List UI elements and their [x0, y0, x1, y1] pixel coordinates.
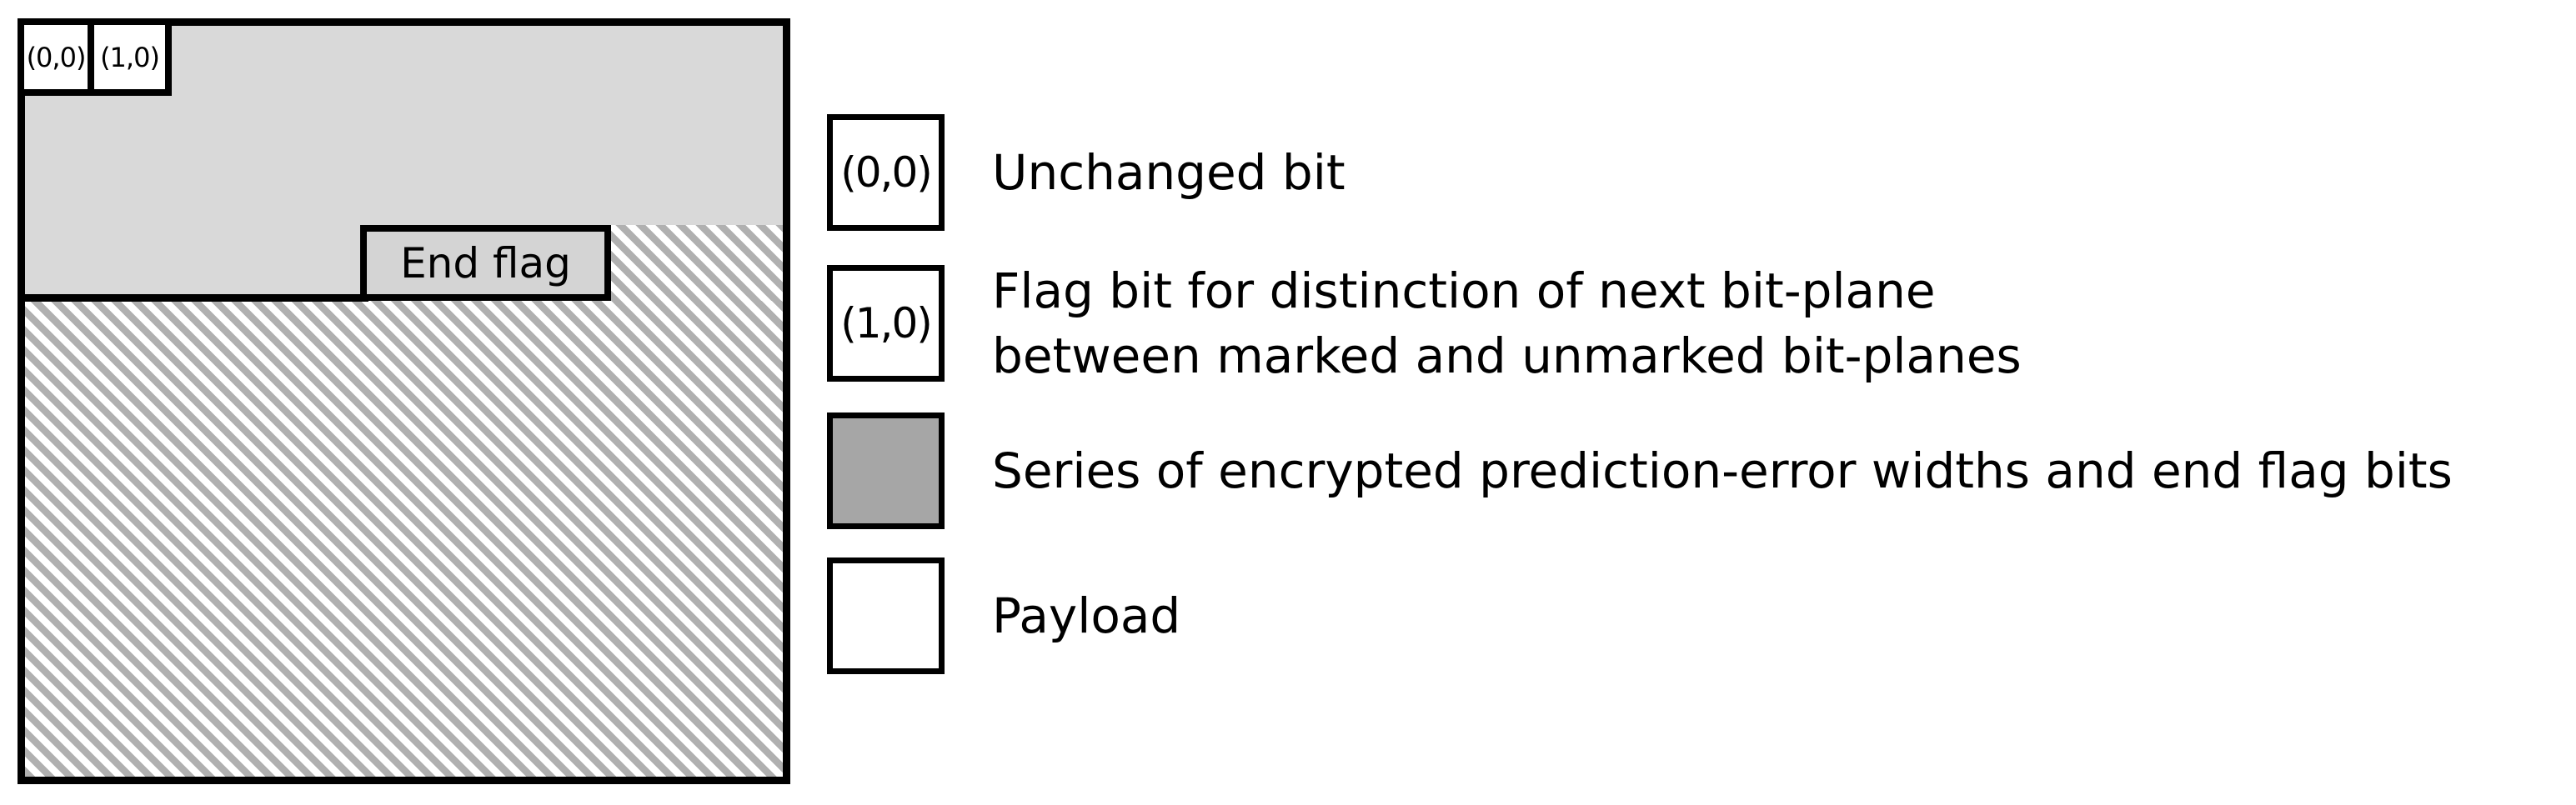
end-flag-label: End flag	[400, 238, 571, 288]
payload-region-upper-right	[611, 225, 783, 301]
legend-swatch-flag-bit: (1,0)	[827, 265, 945, 382]
legend-label-unchanged-bit: Unchanged bit	[992, 143, 1346, 201]
legend-label-payload: Payload	[992, 587, 1181, 644]
legend-swatch-payload	[827, 558, 945, 674]
legend-key-flag-bit: (1,0)	[840, 299, 933, 348]
legend-label-flag-bit-line2: between marked and unmarked bit-planes	[992, 328, 2022, 384]
legend-item-payload: Payload	[827, 558, 1180, 674]
bitplane-diagram: End flag	[18, 18, 790, 784]
gray-payload-divider	[25, 294, 368, 302]
cell-0-0: (0,0)	[18, 18, 94, 96]
cell-1-0: (1,0)	[88, 18, 172, 96]
legend-item-series: Series of encrypted prediction-error wid…	[827, 412, 2453, 529]
payload-region	[25, 301, 783, 777]
legend-swatch-series	[827, 412, 945, 529]
legend-label-flag-bit-line1: Flag bit for distinction of next bit-pla…	[992, 262, 1936, 319]
legend-item-unchanged-bit: (0,0) Unchanged bit	[827, 114, 1346, 231]
legend-key-unchanged-bit: (0,0)	[840, 148, 933, 197]
cell-1-0-label: (1,0)	[100, 41, 160, 73]
end-flag-box: End flag	[360, 225, 611, 301]
legend-label-flag-bit: Flag bit for distinction of next bit-pla…	[992, 258, 2022, 389]
cell-0-0-label: (0,0)	[26, 41, 87, 73]
legend-label-series: Series of encrypted prediction-error wid…	[992, 442, 2453, 499]
legend-item-flag-bit: (1,0) Flag bit for distinction of next b…	[827, 262, 2022, 384]
bitplane-diagram-inner: End flag	[25, 26, 783, 777]
legend-swatch-unchanged-bit: (0,0)	[827, 114, 945, 231]
